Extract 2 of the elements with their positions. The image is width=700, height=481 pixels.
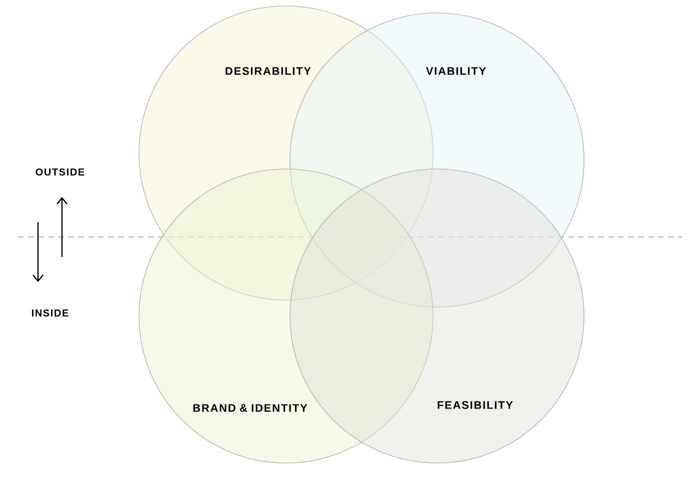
- side-label: INSIDE: [32, 309, 68, 317]
- side-label: OUTSIDE: [36, 168, 84, 176]
